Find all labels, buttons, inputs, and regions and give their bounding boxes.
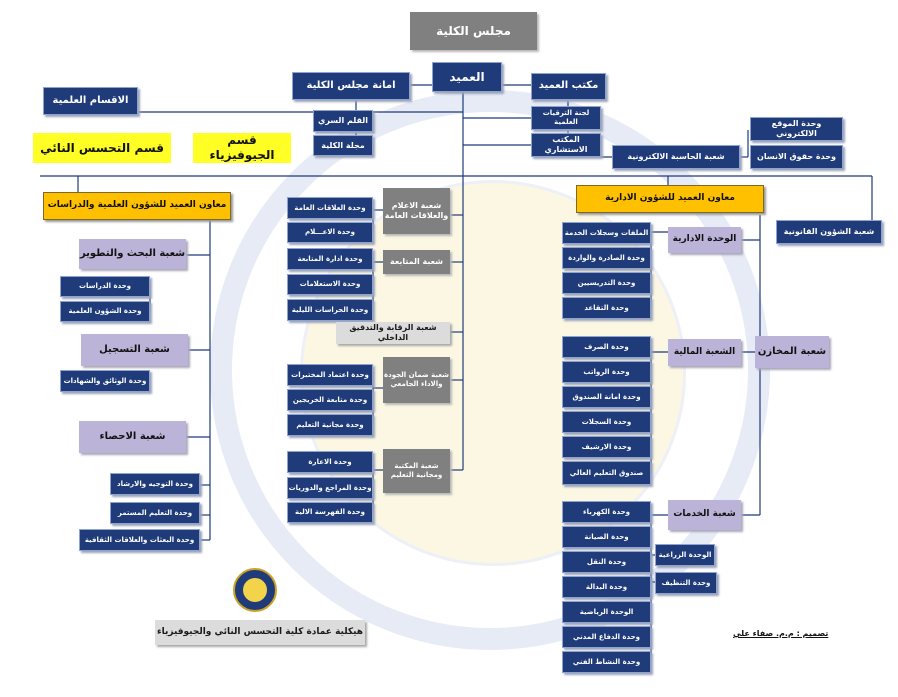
guidance-unit-box[interactable]: وحدة التوجيه والارشاد xyxy=(110,473,200,495)
registration-division-box[interactable]: شعبة التسجيل xyxy=(81,334,188,366)
dean-office-box[interactable]: مكتب العميد xyxy=(531,73,606,100)
services-division-box[interactable]: شعبة الخدمات xyxy=(668,500,741,530)
geophysics-dept-box[interactable]: قسم الجيوفيزياء xyxy=(193,133,291,163)
civil-defense-unit-box[interactable]: وحدة الدفاع المدني xyxy=(562,626,651,648)
quality-division-box[interactable]: شعبة ضمان الجودة والاداء الجامعي xyxy=(383,357,450,403)
audit-division-box[interactable]: شعبة الرقابة والتدقيق الداخلي xyxy=(336,322,450,344)
human-rights-unit-box[interactable]: وحدة حقوق الانسان xyxy=(750,145,843,169)
salaries-unit-box[interactable]: وحدة الرواتب xyxy=(562,361,651,383)
legal-affairs-box[interactable]: شعبة الشؤون القانونية xyxy=(776,220,882,244)
it-division-box[interactable]: شعبة الحاسبة الالكترونية xyxy=(612,145,740,169)
agricultural-unit-box[interactable]: الوحدة الزراعية xyxy=(655,544,715,566)
college-council-box: مجلس الكلية xyxy=(410,12,537,50)
cleaning-unit-box[interactable]: وحدة التنظيف xyxy=(655,572,717,594)
followup-division-box[interactable]: شعبة المتابعة xyxy=(383,250,450,274)
followup-mgmt-unit-box[interactable]: وحدة ادارة المتابعة xyxy=(287,248,373,270)
research-division-box[interactable]: شعبة البحث والتطوير xyxy=(79,239,186,269)
public-relations-unit-box[interactable]: وحدة العلاقات العامة xyxy=(287,197,373,219)
statistics-division-box[interactable]: شعبة الاحصاء xyxy=(79,421,186,453)
advisory-office-box[interactable]: المكتب الاستشاري xyxy=(531,133,601,157)
website-unit-box[interactable]: وحدة الموقع الالكتروني xyxy=(750,117,843,141)
art-activity-unit-box[interactable]: وحدة النشاط الفني xyxy=(562,651,651,673)
library-division-box[interactable]: شعبة المكتبة ومجانية التعليم xyxy=(383,449,450,493)
college-magazine-box[interactable]: مجلة الكلية xyxy=(313,135,373,156)
higher-edu-fund-box[interactable]: صندوق التعليم العالي xyxy=(562,461,651,485)
asst-dean-admin-box[interactable]: معاون العميد للشؤون الادارية xyxy=(576,185,764,213)
sports-unit-box[interactable]: الوحدة الرياضية xyxy=(562,601,651,623)
teaching-staff-unit-box[interactable]: وحدة التدريسيين xyxy=(562,272,651,294)
scientific-departments-box[interactable]: الاقسام العلمية xyxy=(43,87,138,115)
admin-unit-box[interactable]: الوحدة الادارية xyxy=(668,227,741,253)
maintenance-unit-box[interactable]: وحدة الصيانة xyxy=(562,526,651,548)
dean-box[interactable]: العميد xyxy=(432,62,502,92)
outgoing-incoming-unit-box[interactable]: وحدة الصادرة والواردة xyxy=(562,247,651,269)
lab-accreditation-unit-box[interactable]: وحدة اعتماد المختبرات xyxy=(287,364,373,386)
retirement-unit-box[interactable]: وحدة التقاعد xyxy=(562,297,651,319)
stores-division-box[interactable]: شعبة المخازن xyxy=(755,336,829,368)
inquiries-unit-box[interactable]: وحدة الاستعلامات xyxy=(287,274,373,295)
council-secretariat-box[interactable]: امانة مجلس الكلية xyxy=(292,72,410,100)
archive-unit-box[interactable]: وحدة الارشيف xyxy=(562,436,651,458)
expenditure-unit-box[interactable]: وحدة الصرف xyxy=(562,336,651,358)
records-unit-box[interactable]: وحدة السجلات xyxy=(562,411,651,433)
finance-division-box[interactable]: الشعبة المالية xyxy=(668,339,741,366)
designer-credit: تصميم : م.م. صفاء علي xyxy=(733,629,829,638)
free-education-unit-box[interactable]: وحدة مجانية التعليم xyxy=(287,414,373,436)
remote-sensing-dept-box[interactable]: قسم التحسس النائي xyxy=(33,133,171,163)
chart-title-box: هيكلية عمادة كلية التحسس النائي والجيوفي… xyxy=(155,620,365,645)
asst-dean-scientific-box[interactable]: معاون العميد للشؤون العلمية والدراسات xyxy=(43,192,231,220)
continuing-education-unit-box[interactable]: وحدة التعليم المستمر xyxy=(110,502,200,524)
references-unit-box[interactable]: وحدة المراجع والدوريات xyxy=(287,477,373,499)
transport-unit-box[interactable]: وحدة النقل xyxy=(562,551,651,573)
scientific-affairs-unit-box[interactable]: وحدة الشؤون العلمية xyxy=(60,301,150,322)
media-unit-box[interactable]: وحدة الاعـــلام xyxy=(287,222,373,243)
electricity-unit-box[interactable]: وحدة الكهرباء xyxy=(562,501,651,523)
auto-indexing-unit-box[interactable]: وحدة الفهرسة الالية xyxy=(287,502,373,523)
service-records-box[interactable]: الملفات وسجلات الخدمة xyxy=(562,222,651,244)
studies-unit-box[interactable]: وحدة الدراسات xyxy=(60,276,150,297)
secret-pen-box[interactable]: القلم السري xyxy=(313,110,373,132)
graduates-followup-unit-box[interactable]: وحدة متابعة الخريجين xyxy=(287,389,373,411)
switchboard-unit-box[interactable]: وحدة البدالة xyxy=(562,576,651,598)
college-logo xyxy=(233,568,277,612)
missions-unit-box[interactable]: وحدة البعثات والعلاقات الثقافية xyxy=(79,529,200,551)
certificates-unit-box[interactable]: وحدة الوثائق والشهادات xyxy=(60,370,150,392)
media-division-box[interactable]: شعبة الاعلام والعلاقات العامة xyxy=(383,188,450,234)
scientific-promotions-box[interactable]: لجنة الترقيات العلمية xyxy=(531,106,601,130)
treasury-unit-box[interactable]: وحدة امانة الصندوق xyxy=(562,386,651,408)
night-guards-unit-box[interactable]: وحدة الحراسات الليلية xyxy=(287,299,373,321)
lending-unit-box[interactable]: وحدة الاعارة xyxy=(287,451,373,473)
